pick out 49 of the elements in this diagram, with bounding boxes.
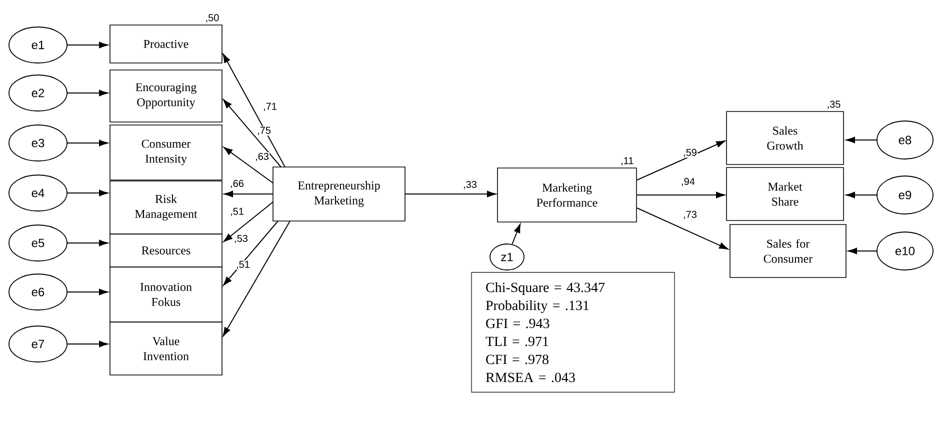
arrow <box>223 99 282 168</box>
variable-box: Risk Management <box>110 180 222 234</box>
arrow <box>66 140 108 146</box>
variable-box: Consumer Intensity <box>110 124 222 180</box>
variable-box: Innovation Fokus <box>110 266 222 322</box>
arrow <box>66 240 108 246</box>
variable-box: Proactive <box>110 24 222 64</box>
r-squared-label: ,50 <box>206 14 219 22</box>
variable-box: Entrepreneurship Marketing <box>272 166 406 222</box>
variable-box: Sales Growth <box>726 111 844 165</box>
arrow <box>846 136 878 144</box>
r-squared-label: ,11 <box>621 157 634 166</box>
arrow <box>846 192 878 198</box>
variable-box: Sales for Consumer <box>730 224 846 278</box>
arrow <box>224 190 274 198</box>
edge-label: ,51 <box>229 207 245 217</box>
arrow <box>636 192 726 198</box>
edge-label: ,66 <box>229 179 245 189</box>
arrow <box>223 220 278 286</box>
arrow <box>512 224 521 245</box>
edge-label: ,59 <box>682 148 698 158</box>
variable-box: Market Share <box>726 167 844 221</box>
edge-label: ,94 <box>680 177 696 187</box>
arrow <box>66 340 108 348</box>
variable-box: Resources <box>110 234 222 268</box>
variable-box: Encouraging Opportunity <box>110 70 222 122</box>
edge-label: ,51 <box>235 260 251 270</box>
arrow <box>66 90 108 96</box>
arrow <box>223 202 274 242</box>
fit-statistics-box: Chi-Square = 43.347 Probability = .131 GFI = .943 TLI = .971 CFI = .978 RMSEA = .043 <box>471 272 675 393</box>
variable-box: Value Invention <box>110 322 222 376</box>
edge-label: ,73 <box>682 210 698 220</box>
edge-label: ,53 <box>233 234 249 244</box>
edge-label: ,71 <box>262 102 278 112</box>
r-squared-label: ,35 <box>828 100 840 109</box>
arrow <box>66 42 108 48</box>
arrow <box>404 190 496 198</box>
arrow <box>848 248 878 254</box>
edge-label: ,63 <box>254 152 270 162</box>
arrow <box>636 140 726 180</box>
arrow <box>66 190 108 196</box>
arrow <box>223 146 274 184</box>
edge-label: ,75 <box>256 126 272 136</box>
arrow <box>66 288 108 296</box>
arrow <box>636 208 728 250</box>
arrow <box>222 54 286 168</box>
edge-label: ,33 <box>462 180 478 190</box>
arrow <box>222 220 290 336</box>
variable-box: Marketing Performance <box>497 168 637 222</box>
